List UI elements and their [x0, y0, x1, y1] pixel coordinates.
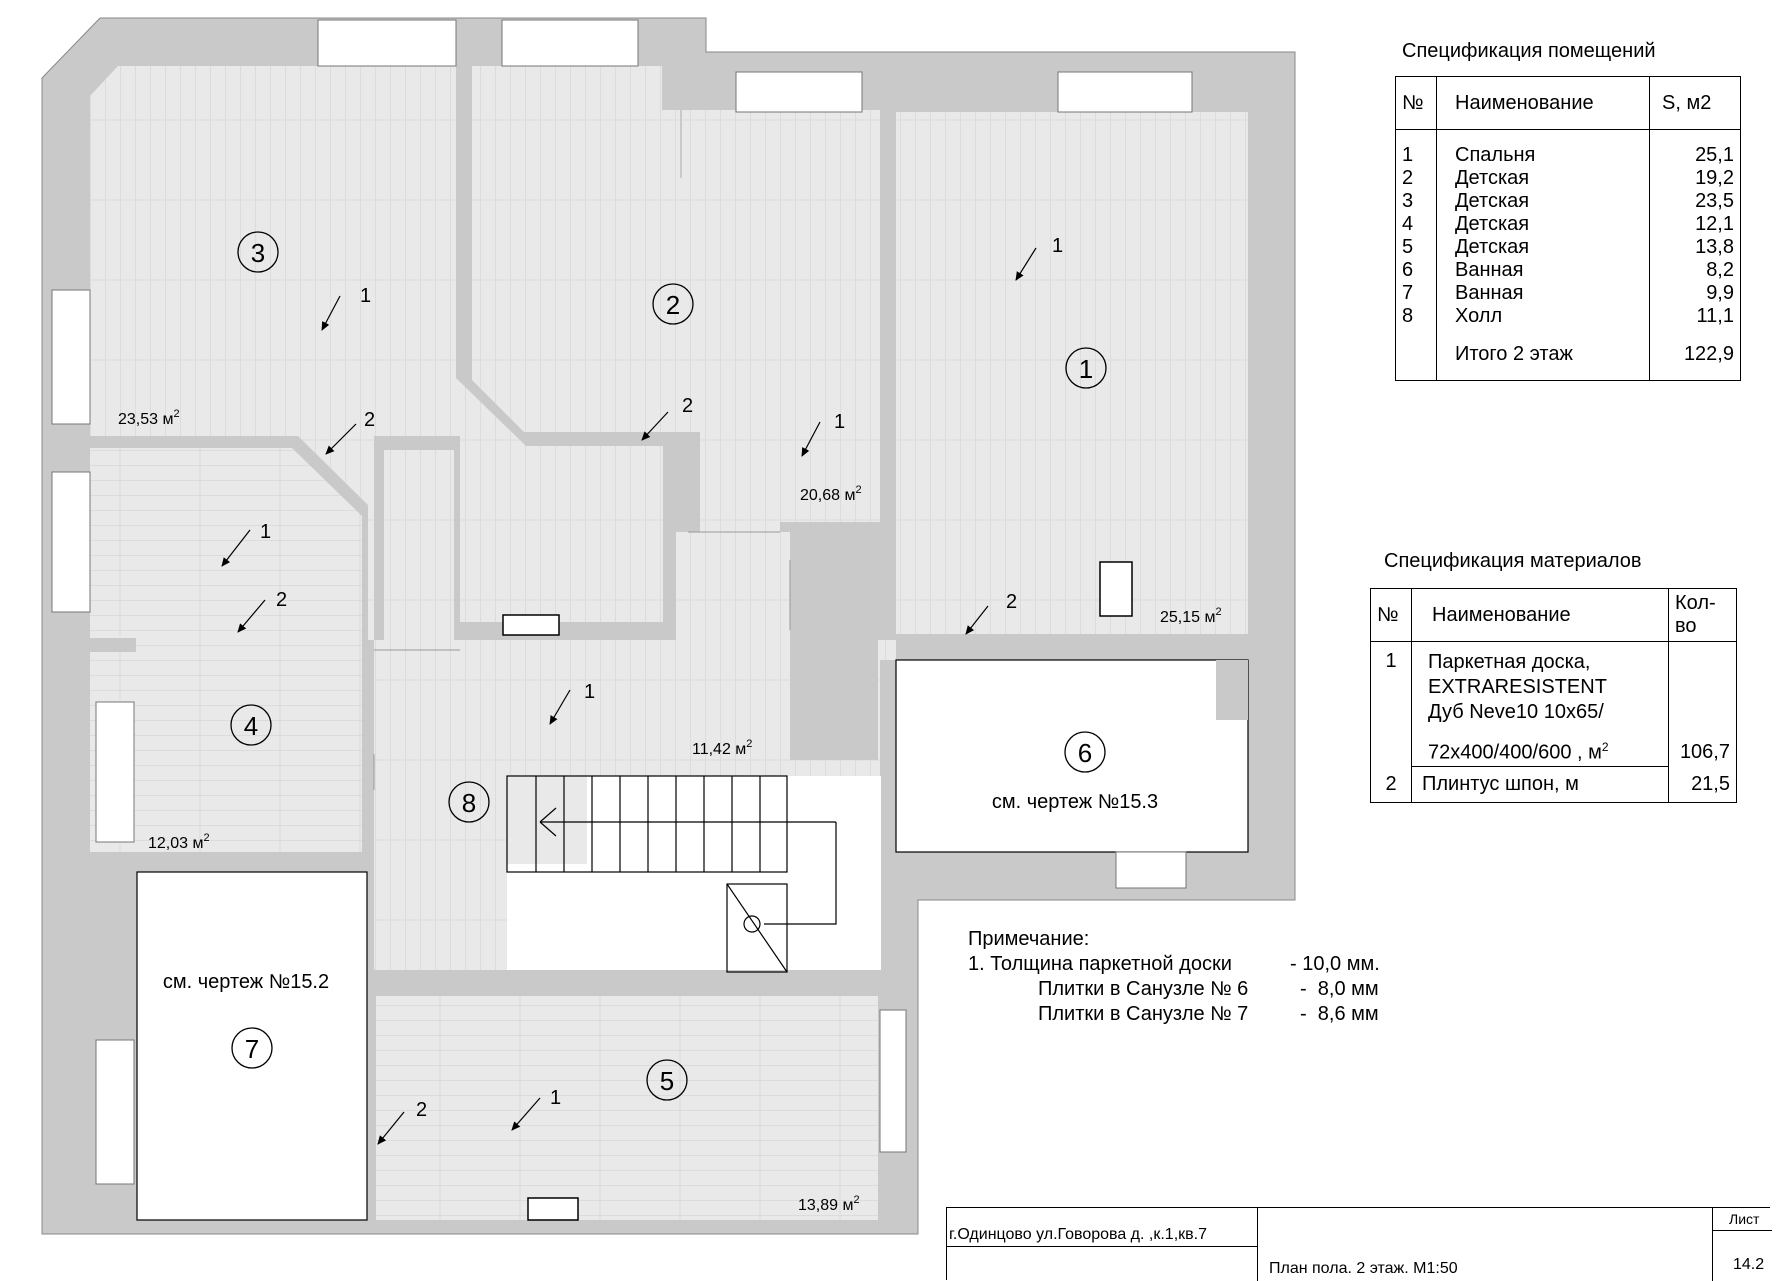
table-row: 1 Паркетная доска, EXTRARESISTENT Дуб Ne… [1370, 641, 1737, 767]
svg-text:2: 2 [666, 290, 680, 320]
room-marker-8: 8 [448, 781, 490, 823]
bathroom-6-reference: см. чертеж №15.3 [992, 791, 1158, 813]
svg-text:7: 7 [245, 1034, 259, 1064]
table-row: 2 Плинтус шпон, м 21,5 [1370, 766, 1737, 803]
room-marker-1: 1 [1065, 347, 1107, 389]
svg-text:1: 1 [550, 1087, 561, 1109]
staircase [506, 775, 837, 973]
area-room-2: 20,68 м2 [800, 484, 862, 504]
area-room-8: 11,42 м2 [692, 738, 752, 758]
windows [51, 19, 1193, 1185]
svg-text:2: 2 [1006, 591, 1017, 613]
room-marker-2: 2 [652, 283, 694, 325]
leader-labels: 1 1 1 1 1 1 2 2 2 2 2 [260, 235, 1063, 1121]
room-spec-title: Спецификация помещений [1402, 40, 1656, 62]
room-marker-4: 4 [230, 704, 272, 746]
bathroom-7-reference: см. чертеж №15.2 [163, 971, 329, 993]
svg-text:3: 3 [251, 238, 265, 268]
svg-text:5: 5 [660, 1066, 674, 1096]
room-marker-5: 5 [646, 1059, 688, 1101]
area-room-1: 25,15 м2 [1160, 606, 1222, 626]
svg-text:6: 6 [1078, 738, 1092, 768]
room-marker-6: 6 [1064, 731, 1106, 773]
area-room-5: 13,89 м2 [798, 1194, 860, 1214]
svg-text:1: 1 [260, 521, 271, 543]
leaders [221, 247, 1037, 1145]
title-block: г.Одинцово ул.Говорова д. ,к.1,кв.7 План… [946, 1207, 1772, 1281]
white-areas [136, 561, 1249, 1221]
svg-text:1: 1 [834, 411, 845, 433]
svg-text:1: 1 [584, 681, 595, 703]
notes: Примечание: 1. Толщина паркетной доски- … [968, 928, 1380, 1025]
sheet-title: План пола. 2 этаж. М1:50 [1269, 1260, 1458, 1277]
sheet-number: 14.2 [1733, 1256, 1765, 1273]
svg-text:1: 1 [1079, 354, 1093, 384]
area-room-4: 12,03 м2 [148, 832, 210, 852]
svg-text:1: 1 [360, 285, 371, 307]
room-marker-7: 7 [231, 1027, 273, 1069]
svg-text:2: 2 [364, 409, 375, 431]
area-labels: 23,53 м2 20,68 м2 25,15 м2 11,42 м2 12,0… [118, 408, 1222, 1214]
door-lines [373, 531, 791, 790]
material-spec-table: № Наименование Кол-во 1 Паркетная доска,… [1370, 588, 1737, 804]
svg-text:2: 2 [276, 589, 287, 611]
floors [90, 66, 1248, 1220]
address: г.Одинцово ул.Говорова д. ,к.1,кв.7 [949, 1226, 1207, 1243]
area-room-3: 23,53 м2 [118, 408, 180, 428]
material-spec-title: Спецификация материалов [1384, 550, 1642, 572]
svg-text:8: 8 [462, 788, 476, 818]
svg-text:2: 2 [416, 1099, 427, 1121]
sheet-label: Лист [1729, 1211, 1760, 1227]
room-markers: 3 2 1 4 8 6 7 5 [230, 231, 1107, 1101]
room-marker-3: 3 [237, 231, 279, 273]
svg-text:4: 4 [244, 711, 258, 741]
svg-text:1: 1 [1052, 235, 1063, 257]
svg-text:2: 2 [682, 395, 693, 417]
